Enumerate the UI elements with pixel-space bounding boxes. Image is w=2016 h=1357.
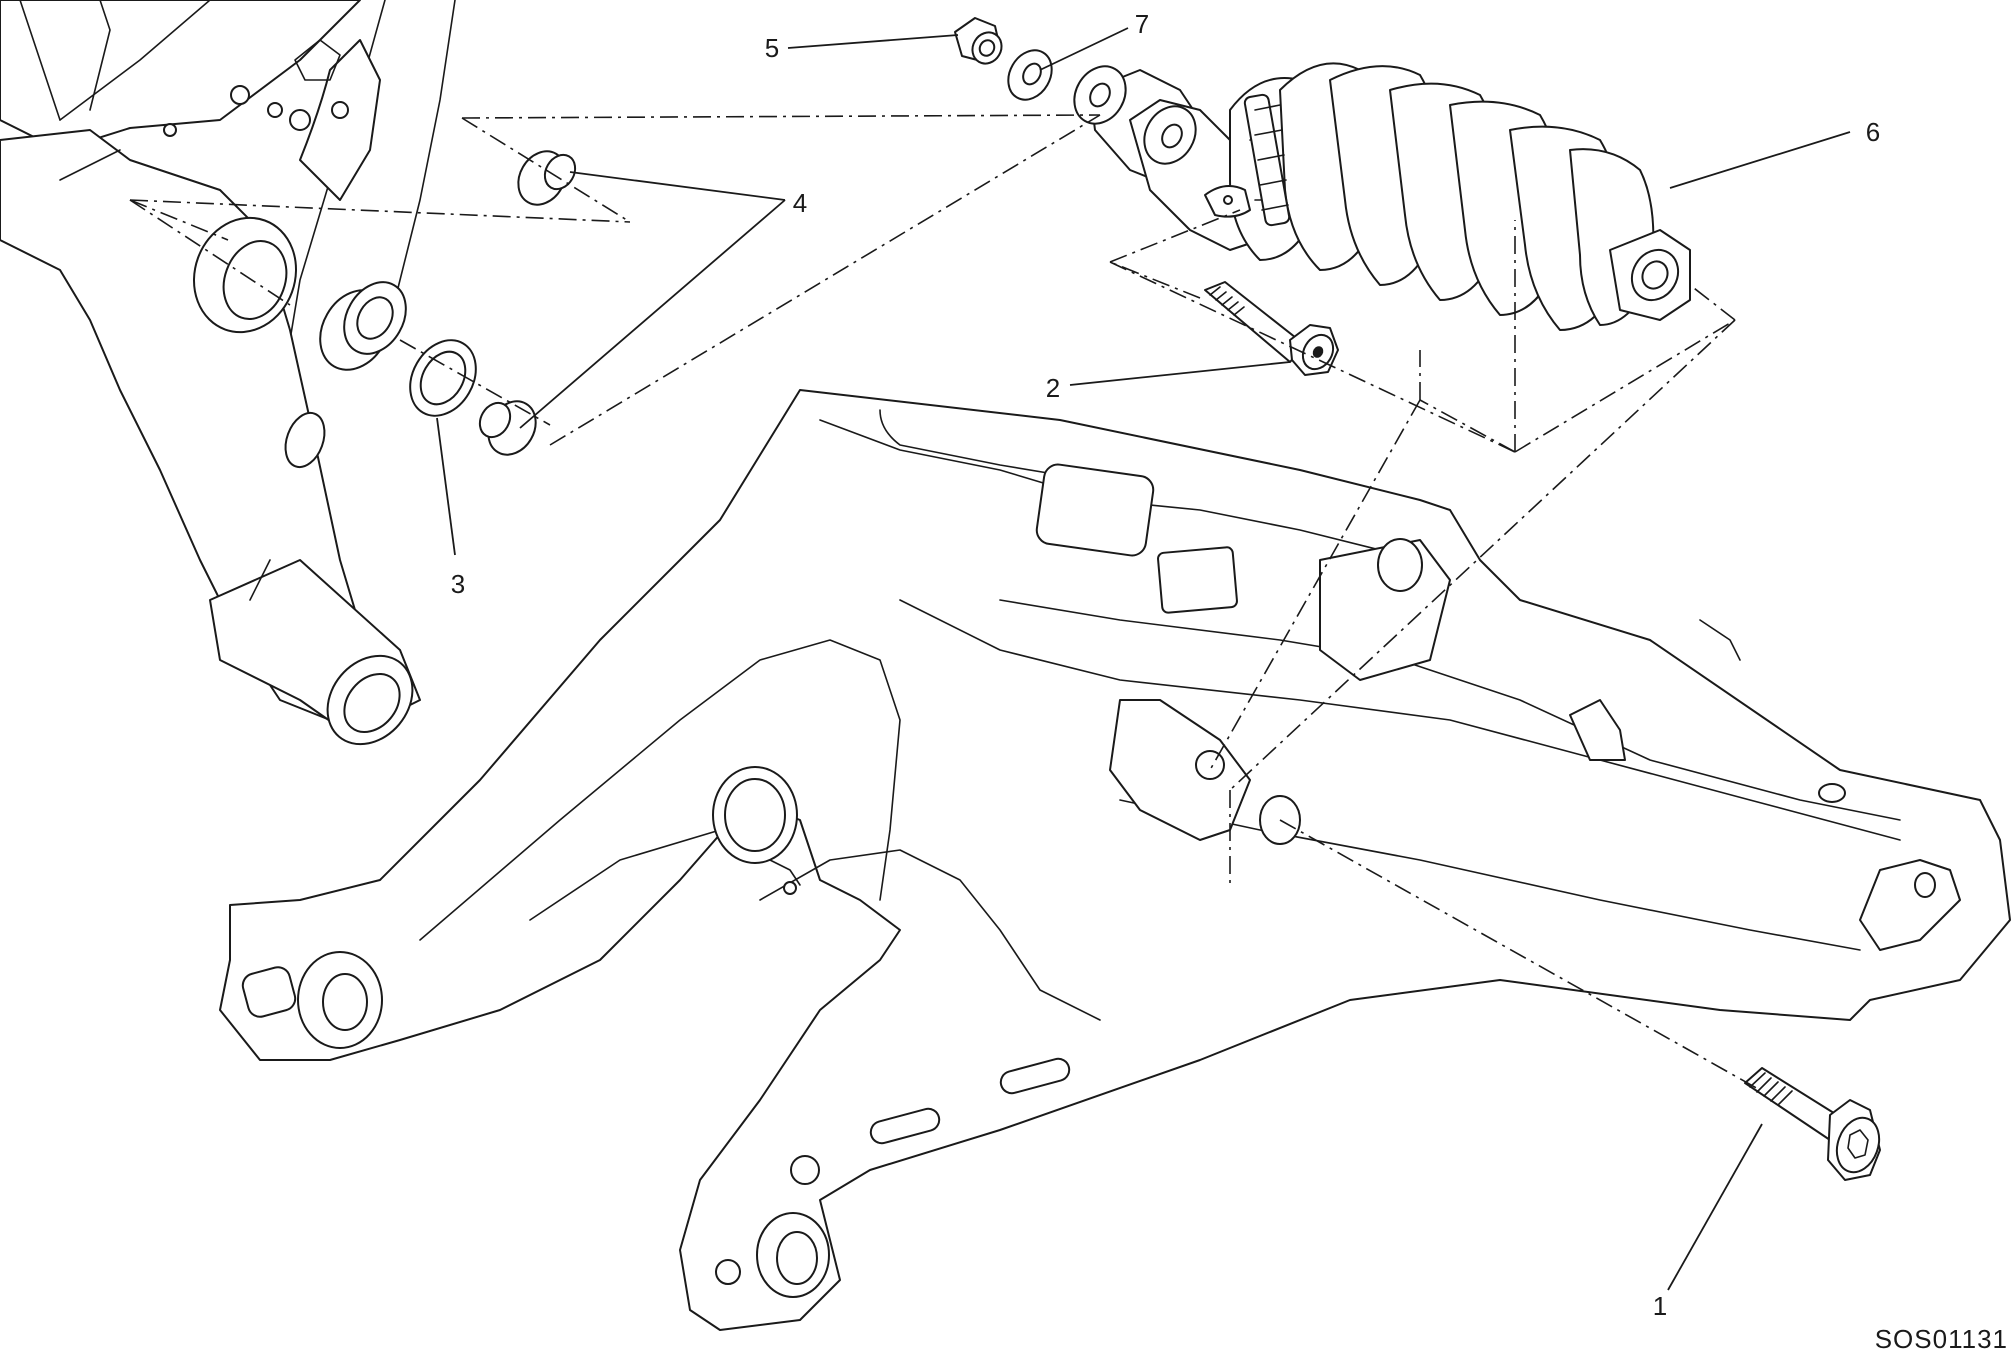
callout-label-7: 7 (1135, 9, 1149, 39)
leader-lines (436, 27, 1851, 1291)
callout-labels: 5 7 6 4 2 3 1 (451, 9, 1880, 1321)
drawing-code: SOS01131 (1875, 1324, 2008, 1354)
swingarm (219, 389, 2011, 1331)
callout-label-1: 1 (1653, 1291, 1667, 1321)
part-5-nut (954, 17, 1003, 65)
part-2-bolt (1204, 281, 1339, 376)
part-4-bush-upper (517, 150, 577, 206)
part-6-shock-absorber (1073, 62, 1691, 331)
frame-section (0, 0, 456, 746)
callout-label-3: 3 (451, 569, 465, 599)
part-1-bolt (1744, 1067, 1881, 1181)
callout-label-2: 2 (1046, 373, 1060, 403)
part-3-seal-ring (409, 339, 477, 417)
callout-label-4: 4 (793, 188, 807, 218)
assembly-axis-lines (129, 114, 1761, 1091)
callout-label-6: 6 (1866, 117, 1880, 147)
frame-bearing (319, 281, 407, 371)
part-4-bush-lower (478, 400, 537, 456)
callout-label-5: 5 (765, 33, 779, 63)
part-7-washer (1007, 49, 1053, 101)
